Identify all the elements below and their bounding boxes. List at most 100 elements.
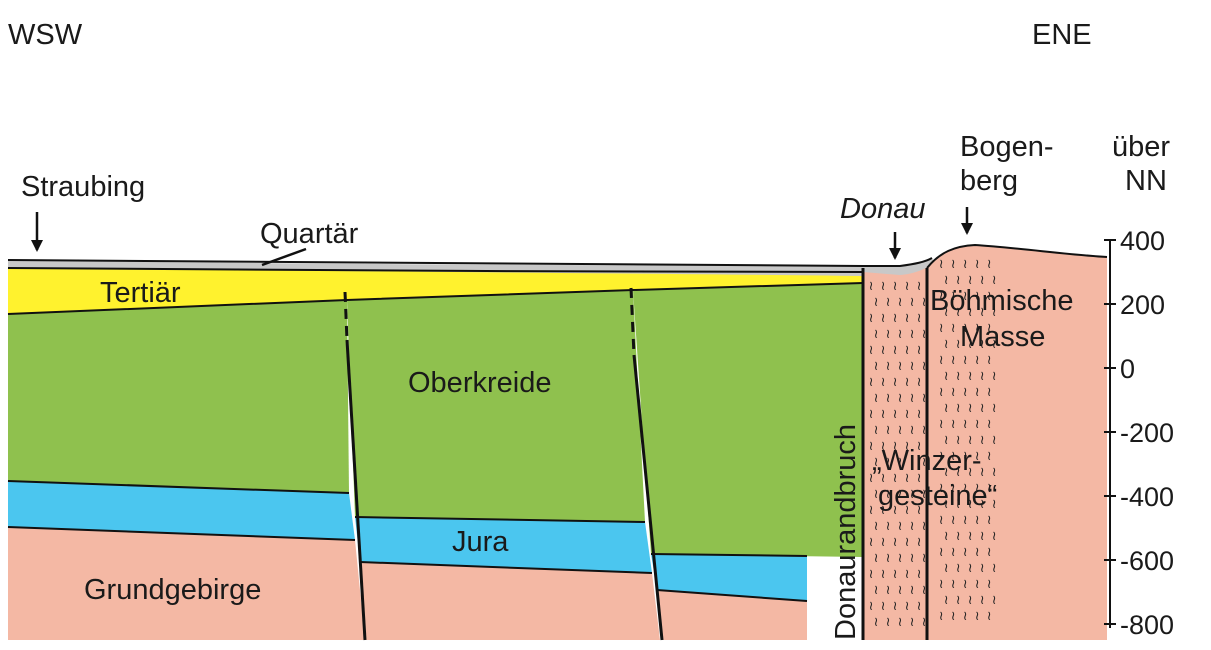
svg-text:≀: ≀ [980,593,985,608]
svg-text:≀: ≀ [917,343,922,358]
svg-text:≀: ≀ [951,353,956,368]
svg-text:≀: ≀ [910,519,915,534]
svg-text:≀: ≀ [869,567,874,582]
svg-text:≀: ≀ [905,279,910,294]
svg-text:≀: ≀ [980,561,985,576]
svg-text:≀: ≀ [939,609,944,624]
svg-text:≀: ≀ [886,391,891,406]
svg-text:≀: ≀ [975,513,980,528]
bogenberg-label-line1: Bogen- [960,131,1054,163]
svg-text:≀: ≀ [881,375,886,390]
svg-text:≀: ≀ [975,545,980,560]
svg-text:≀: ≀ [951,257,956,272]
svg-text:≀: ≀ [917,407,922,422]
donau-label: Donau [840,193,925,225]
svg-text:≀: ≀ [869,535,874,550]
svg-text:≀: ≀ [874,519,879,534]
svg-text:≀: ≀ [869,279,874,294]
svg-text:≀: ≀ [898,583,903,598]
svg-text:≀: ≀ [951,609,956,624]
tertiaer-label: Tertiär [100,277,181,309]
svg-text:≀: ≀ [939,577,944,592]
svg-text:≀: ≀ [905,535,910,550]
svg-text:≀: ≀ [893,375,898,390]
donaurandbruch-label: Donaurandbruch [830,424,862,640]
svg-text:≀: ≀ [874,551,879,566]
axis-tick-label: -600 [1120,546,1174,576]
svg-text:≀: ≀ [874,583,879,598]
svg-text:≀: ≀ [869,599,874,614]
grundgebirge-label: Grundgebirge [84,574,261,606]
svg-text:≀: ≀ [987,513,992,528]
svg-text:≀: ≀ [980,401,985,416]
svg-text:≀: ≀ [968,529,973,544]
svg-text:≀: ≀ [881,599,886,614]
svg-text:≀: ≀ [956,529,961,544]
svg-text:≀: ≀ [992,593,997,608]
svg-text:≀: ≀ [951,385,956,400]
svg-text:≀: ≀ [886,423,891,438]
svg-text:≀: ≀ [944,593,949,608]
svg-text:≀: ≀ [898,359,903,374]
axis-title-line1: über [1112,131,1170,163]
svg-text:≀: ≀ [886,615,891,630]
svg-text:≀: ≀ [886,359,891,374]
svg-text:≀: ≀ [987,449,992,464]
winzergesteine-label-line2: gesteine“ [878,480,997,512]
svg-text:≀: ≀ [893,343,898,358]
svg-text:≀: ≀ [975,609,980,624]
svg-text:≀: ≀ [963,353,968,368]
svg-text:≀: ≀ [910,327,915,342]
svg-text:≀: ≀ [898,615,903,630]
svg-text:≀: ≀ [963,385,968,400]
svg-text:≀: ≀ [968,593,973,608]
svg-text:≀: ≀ [987,353,992,368]
boehmische-masse-label-line2: Masse [960,321,1045,353]
svg-text:≀: ≀ [898,391,903,406]
svg-text:≀: ≀ [956,593,961,608]
axis-tick-label: 0 [1120,354,1135,384]
svg-text:≀: ≀ [869,503,874,518]
svg-text:≀: ≀ [987,385,992,400]
svg-text:≀: ≀ [963,609,968,624]
svg-text:≀: ≀ [881,567,886,582]
axis-tick-label: 200 [1120,290,1165,320]
axis-tick-label: 400 [1120,226,1165,256]
boehmische-masse-label-line1: Böhmische [930,285,1073,317]
svg-text:≀: ≀ [869,407,874,422]
svg-text:≀: ≀ [951,417,956,432]
svg-text:≀: ≀ [987,577,992,592]
svg-text:≀: ≀ [886,519,891,534]
svg-text:≀: ≀ [951,577,956,592]
svg-text:≀: ≀ [992,561,997,576]
svg-text:≀: ≀ [905,407,910,422]
svg-text:≀: ≀ [939,417,944,432]
svg-text:≀: ≀ [910,583,915,598]
location-arrows [31,207,973,265]
svg-text:≀: ≀ [992,369,997,384]
svg-text:≀: ≀ [975,385,980,400]
svg-text:≀: ≀ [944,337,949,352]
svg-text:≀: ≀ [898,295,903,310]
svg-text:≀: ≀ [992,465,997,480]
svg-text:≀: ≀ [869,375,874,390]
svg-text:≀: ≀ [939,257,944,272]
axis-tick-label: -400 [1120,482,1174,512]
svg-text:≀: ≀ [944,401,949,416]
axis-title-line2: NN [1125,165,1167,197]
axis-tick-label: -800 [1120,610,1174,640]
svg-text:≀: ≀ [939,321,944,336]
quartaer-label: Quartär [260,218,359,250]
svg-text:≀: ≀ [956,401,961,416]
svg-text:≀: ≀ [905,567,910,582]
svg-text:≀: ≀ [881,407,886,422]
svg-text:≀: ≀ [905,311,910,326]
svg-text:≀: ≀ [956,561,961,576]
svg-text:≀: ≀ [951,545,956,560]
svg-text:≀: ≀ [893,567,898,582]
svg-text:≀: ≀ [881,343,886,358]
svg-text:≀: ≀ [881,535,886,550]
winzergesteine-label-line1: „Winzer- [872,445,982,477]
svg-text:≀: ≀ [917,279,922,294]
